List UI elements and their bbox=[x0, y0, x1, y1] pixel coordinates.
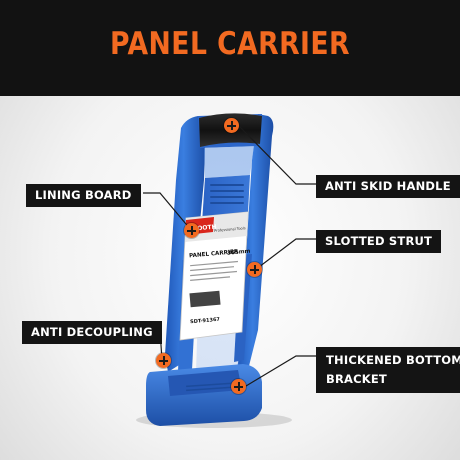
label-text-lines bbox=[190, 260, 239, 281]
plus-marker-icon bbox=[224, 118, 239, 133]
handle-opening bbox=[204, 146, 254, 178]
label-brand: SMOOTH bbox=[187, 224, 217, 234]
bracket-ribs bbox=[186, 382, 235, 392]
slots bbox=[210, 184, 244, 204]
callout-thickened-bottom-bracket: THICKENED BOTTOM BRACKET bbox=[316, 347, 460, 393]
plus-marker-icon bbox=[231, 379, 246, 394]
callout-anti-skid-handle: ANTI SKID HANDLE bbox=[316, 175, 460, 198]
label-size: 365mm bbox=[227, 249, 251, 257]
callout-lining-board-text: LINING BOARD bbox=[35, 188, 132, 202]
label-sku: SDT-91367 bbox=[190, 317, 221, 326]
plus-marker-icon bbox=[156, 353, 171, 368]
callout-thickened-bottom-text-1: THICKENED BOTTOM bbox=[326, 353, 460, 367]
callout-thickened-bottom-text-2: BRACKET bbox=[326, 372, 387, 386]
label-barcode bbox=[189, 290, 221, 308]
label-product-name: PANEL CARRIER bbox=[189, 249, 239, 259]
title-banner: PANEL CARRIER bbox=[0, 0, 460, 96]
callout-lining-board: LINING BOARD bbox=[26, 184, 141, 207]
plus-marker-icon bbox=[184, 223, 199, 238]
bracket-channel bbox=[168, 370, 242, 396]
callout-anti-skid-handle-text: ANTI SKID HANDLE bbox=[325, 179, 451, 193]
callout-slotted-strut: SLOTTED STRUT bbox=[316, 230, 442, 253]
plus-marker-icon bbox=[247, 262, 262, 277]
product-label-card: SMOOTH Professional Tools PANEL CARRIER … bbox=[179, 211, 251, 341]
page-title: PANEL CARRIER bbox=[109, 26, 351, 62]
callout-anti-decoupling: ANTI DECOUPLING bbox=[22, 321, 162, 344]
label-subtitle: Professional Tools bbox=[214, 226, 246, 233]
callout-slotted-strut-text: SLOTTED STRUT bbox=[325, 234, 433, 248]
callout-anti-decoupling-text: ANTI DECOUPLING bbox=[31, 325, 153, 339]
